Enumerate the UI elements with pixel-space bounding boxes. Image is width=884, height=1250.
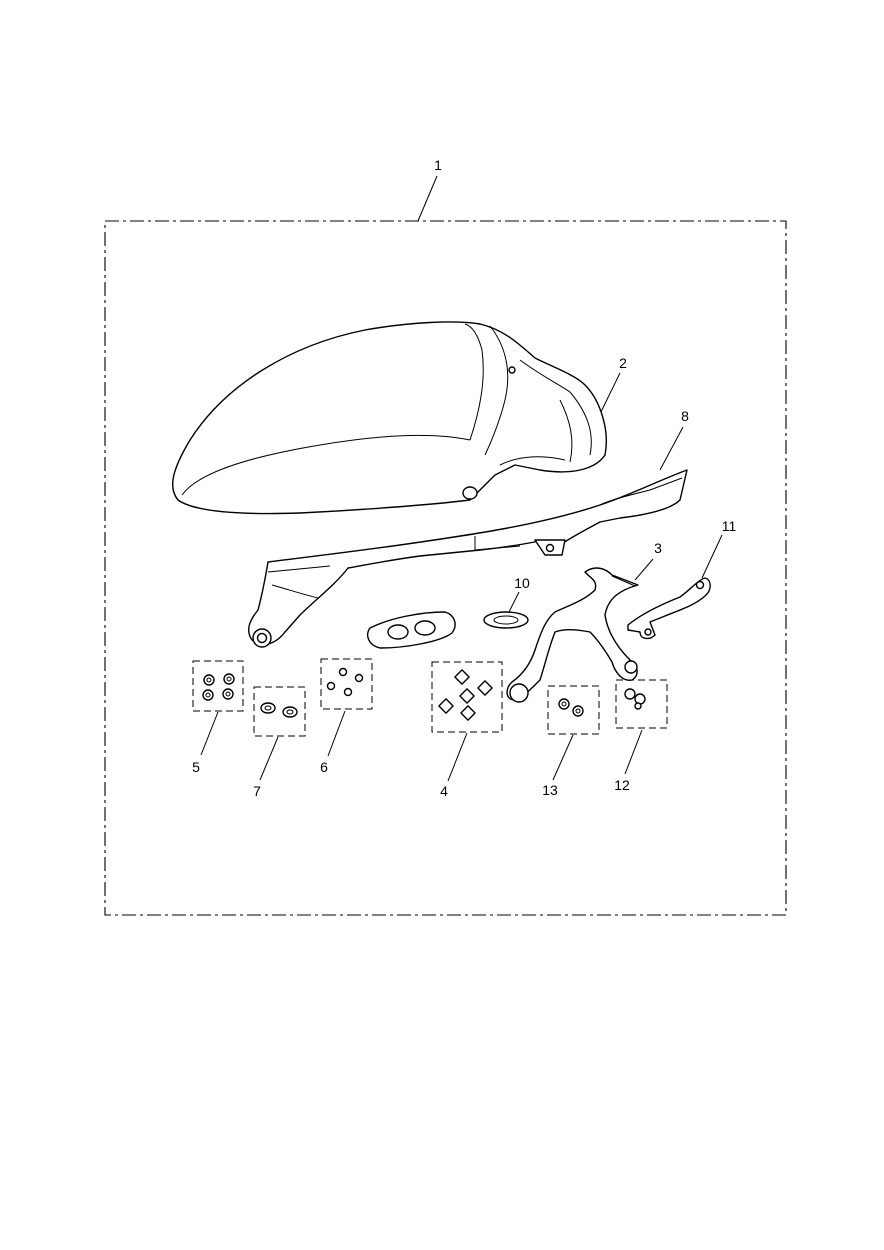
callout-6: 6 (320, 759, 328, 775)
hanger-bracket (506, 567, 639, 703)
kit-6-fasteners (320, 658, 373, 710)
cover-plate (367, 611, 529, 649)
callout-12: 12 (614, 777, 630, 793)
leader-5 (200, 711, 219, 756)
leader-7 (259, 736, 279, 781)
kit-5-nuts (192, 660, 244, 712)
leader-13 (552, 734, 574, 781)
callout-1: 1 (434, 157, 442, 173)
callout-2: 2 (619, 355, 627, 371)
leader-6 (327, 710, 346, 757)
leader-2 (597, 372, 621, 419)
callout-3: 3 (654, 540, 662, 556)
leader-10 (508, 591, 520, 613)
kit-7-washers (253, 686, 306, 737)
leader-1 (417, 175, 438, 222)
rear-mudguard (171, 321, 607, 515)
callout-5: 5 (192, 759, 200, 775)
leader-4 (447, 732, 468, 782)
leader-12 (624, 729, 643, 775)
leader-lines (200, 175, 723, 782)
chain-guard (248, 469, 688, 648)
kit-12-screws (615, 679, 668, 729)
kit-13-nuts (547, 685, 600, 735)
kit-boundary-frame (104, 220, 787, 916)
small-bracket (627, 577, 711, 640)
leader-3 (634, 558, 654, 581)
callout-11: 11 (722, 518, 737, 534)
callout-7: 7 (253, 783, 261, 799)
callout-8: 8 (681, 408, 689, 424)
callout-13: 13 (542, 782, 558, 798)
callout-labels: 1 2 3 4 5 6 7 8 10 11 12 13 (192, 157, 736, 799)
leader-11 (701, 534, 723, 579)
kit-4-pads (431, 661, 503, 733)
callout-4: 4 (440, 783, 448, 799)
callout-10: 10 (514, 575, 530, 591)
leader-8 (659, 426, 684, 471)
